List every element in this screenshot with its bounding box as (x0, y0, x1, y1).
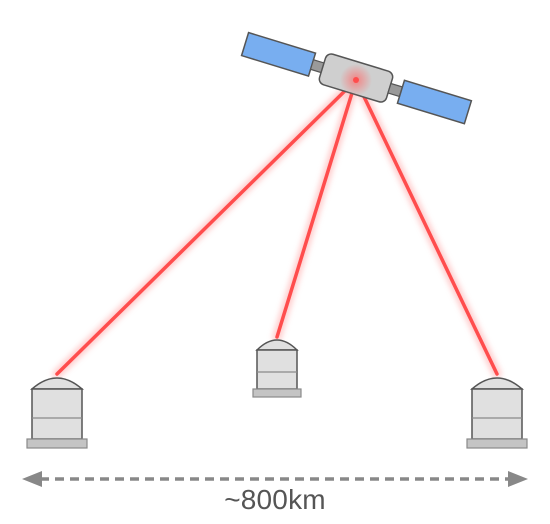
laser-beam-left (52, 75, 361, 379)
double-arrow-icon (22, 471, 528, 487)
telescope-icon (252, 339, 302, 398)
solar-panel-left (240, 31, 317, 77)
laser-beams (52, 75, 502, 379)
telescope-icon (26, 377, 88, 449)
telescope-icon (466, 377, 528, 449)
solar-panel-right (396, 79, 473, 125)
laser-beam-right (351, 75, 502, 379)
ground-station-left (26, 377, 88, 449)
distance-label: ~800km (224, 484, 326, 515)
laser-emitter (353, 77, 359, 83)
ground-station-center (252, 339, 302, 398)
ground-station-right (466, 377, 528, 449)
laser-beam-center (272, 75, 361, 342)
